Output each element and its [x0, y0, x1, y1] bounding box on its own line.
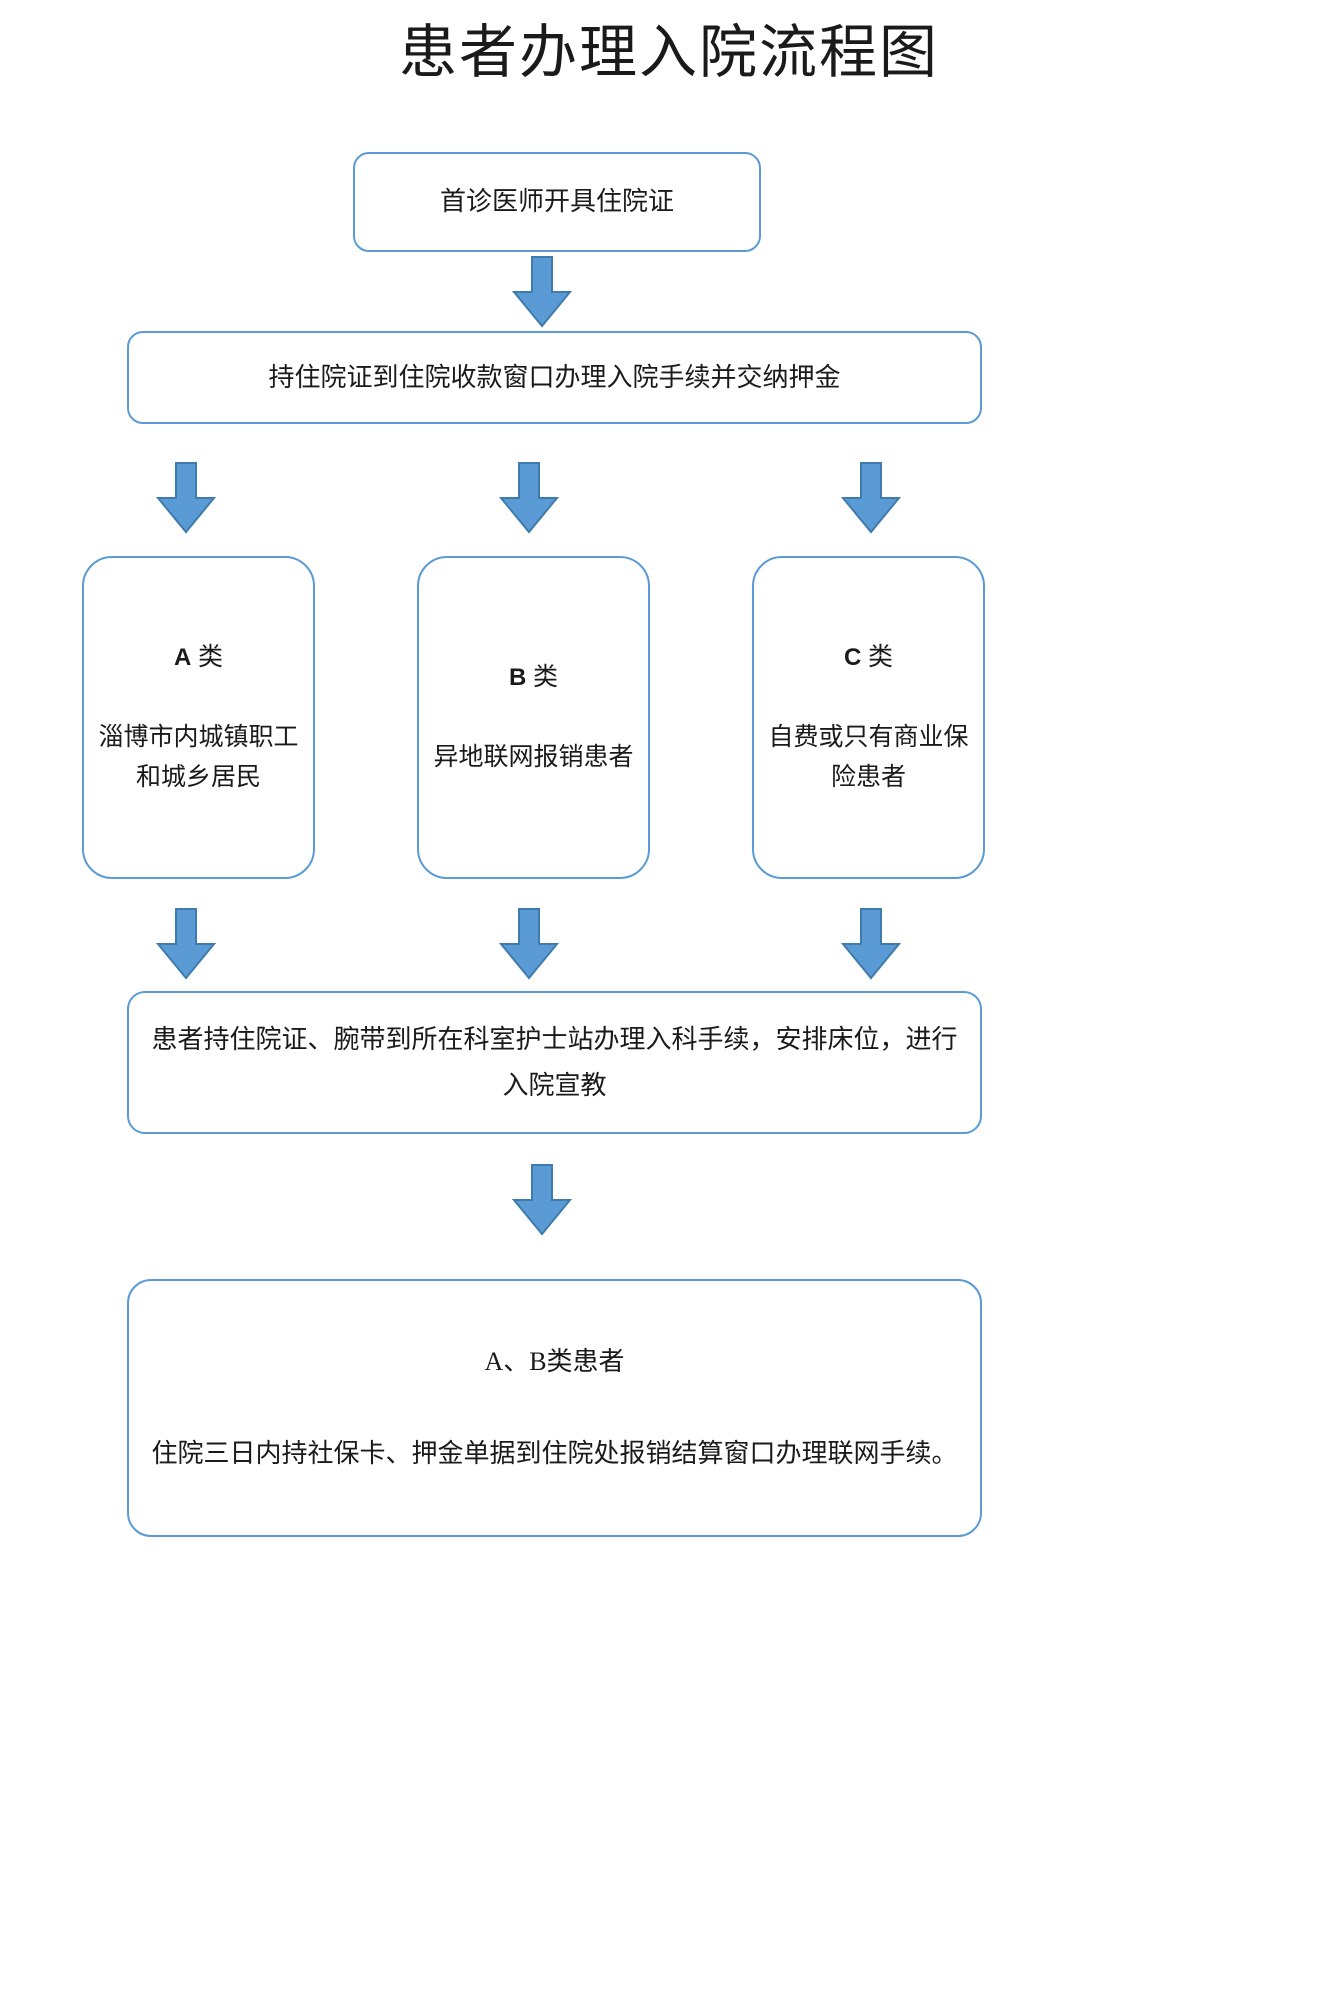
arrow-down-icon-step3-to-step4	[512, 1164, 572, 1236]
flow-node-category-b-code: B 类	[508, 663, 559, 691]
arrow-down-icon-step2-to-category-c	[841, 462, 901, 534]
flow-node-category-c: C 类 自费或只有商业保险患者	[752, 556, 985, 879]
arrow-down-icon-category-a-to-step3	[156, 908, 216, 980]
flow-node-category-b-description: 异地联网报销患者	[433, 743, 634, 771]
arrow-down-icon-step1-to-step2	[512, 256, 572, 328]
flow-node-category-c-description: 自费或只有商业保险患者	[768, 723, 969, 791]
flow-node-step4: A、B类患者 住院三日内持社保卡、押金单据到住院处报销结算窗口办理联网手续。	[127, 1279, 982, 1537]
arrow-down-icon-category-c-to-step3	[841, 908, 901, 980]
arrow-down-icon-step2-to-category-a	[156, 462, 216, 534]
arrow-down-icon-category-b-to-step3	[499, 908, 559, 980]
arrow-down-icon-step2-to-category-b	[499, 462, 559, 534]
flow-node-step3-label: 患者持住院证、腕带到所在科室护士站办理入科手续，安排床位，进行入院宣教	[151, 1024, 958, 1100]
flow-node-category-c-code: C 类	[843, 643, 894, 671]
flow-node-step1-label: 首诊医师开具住院证	[439, 187, 674, 216]
flow-node-category-a-description: 淄博市内城镇职工和城乡居民	[98, 723, 299, 791]
flow-node-category-a: A 类 淄博市内城镇职工和城乡居民	[82, 556, 315, 879]
flow-node-step2-label: 持住院证到住院收款窗口办理入院手续并交纳押金	[268, 362, 841, 392]
flow-node-step3: 患者持住院证、腕带到所在科室护士站办理入科手续，安排床位，进行入院宣教	[127, 991, 982, 1134]
flow-node-category-a-code: A 类	[173, 643, 224, 671]
flow-node-step2: 持住院证到住院收款窗口办理入院手续并交纳押金	[127, 331, 982, 424]
flow-node-step1: 首诊医师开具住院证	[353, 152, 761, 252]
flow-node-step4-line2: 住院三日内持社保卡、押金单据到住院处报销结算窗口办理联网手续。	[151, 1439, 958, 1468]
page-title: 患者办理入院流程图	[398, 20, 939, 85]
flow-node-category-b: B 类 异地联网报销患者	[417, 556, 650, 879]
flow-node-step4-line1: A、B类患者	[484, 1347, 625, 1376]
